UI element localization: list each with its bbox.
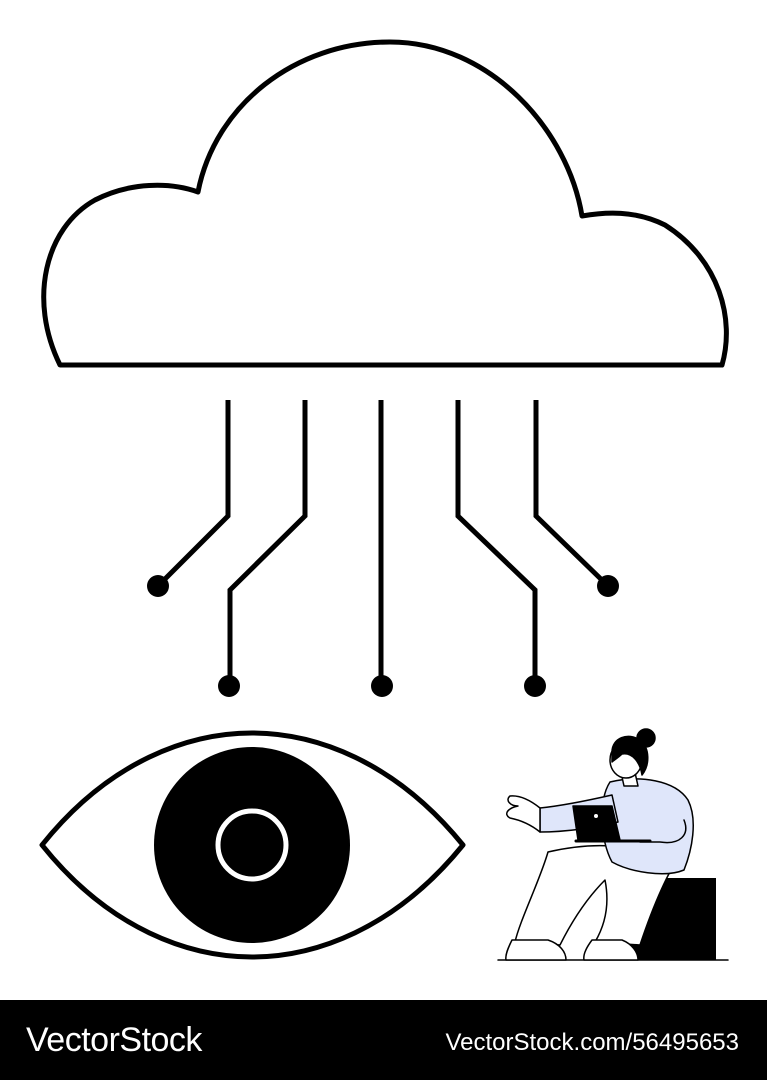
circuit-node-2 bbox=[218, 675, 240, 697]
laptop bbox=[572, 805, 621, 841]
person-arm-right bbox=[639, 819, 687, 844]
circuit-line-4 bbox=[455, 400, 538, 685]
circuit-line-5 bbox=[533, 400, 608, 586]
laptop-logo bbox=[594, 814, 598, 818]
person-hair bbox=[611, 735, 649, 776]
circuit-node-5 bbox=[597, 575, 619, 597]
circuit-node-3 bbox=[371, 675, 393, 697]
circuit-nodes bbox=[147, 575, 619, 697]
brand-logo: VectorStock bbox=[26, 1021, 202, 1059]
person-with-laptop bbox=[497, 728, 729, 961]
illustration bbox=[39, 39, 729, 961]
circuit-line-1 bbox=[158, 400, 231, 586]
circuit-line-2 bbox=[227, 400, 308, 685]
eye-icon bbox=[39, 730, 466, 960]
circuit-node-4 bbox=[524, 675, 546, 697]
stock-id: VectorStock.com/56495653 bbox=[445, 1029, 739, 1056]
footer-bar: VectorStock VectorStock.com/56495653 bbox=[0, 1000, 767, 1080]
person-shoe-right bbox=[583, 939, 639, 961]
person-shoe-left bbox=[505, 939, 567, 961]
person-hand bbox=[506, 795, 541, 833]
eye-iris bbox=[154, 747, 350, 943]
circuit-lines bbox=[158, 400, 608, 685]
circuit-node-1 bbox=[147, 575, 169, 597]
eye-pupil-ring bbox=[215, 808, 289, 882]
cloud-icon bbox=[41, 39, 729, 368]
person-hair-bun bbox=[636, 728, 656, 748]
